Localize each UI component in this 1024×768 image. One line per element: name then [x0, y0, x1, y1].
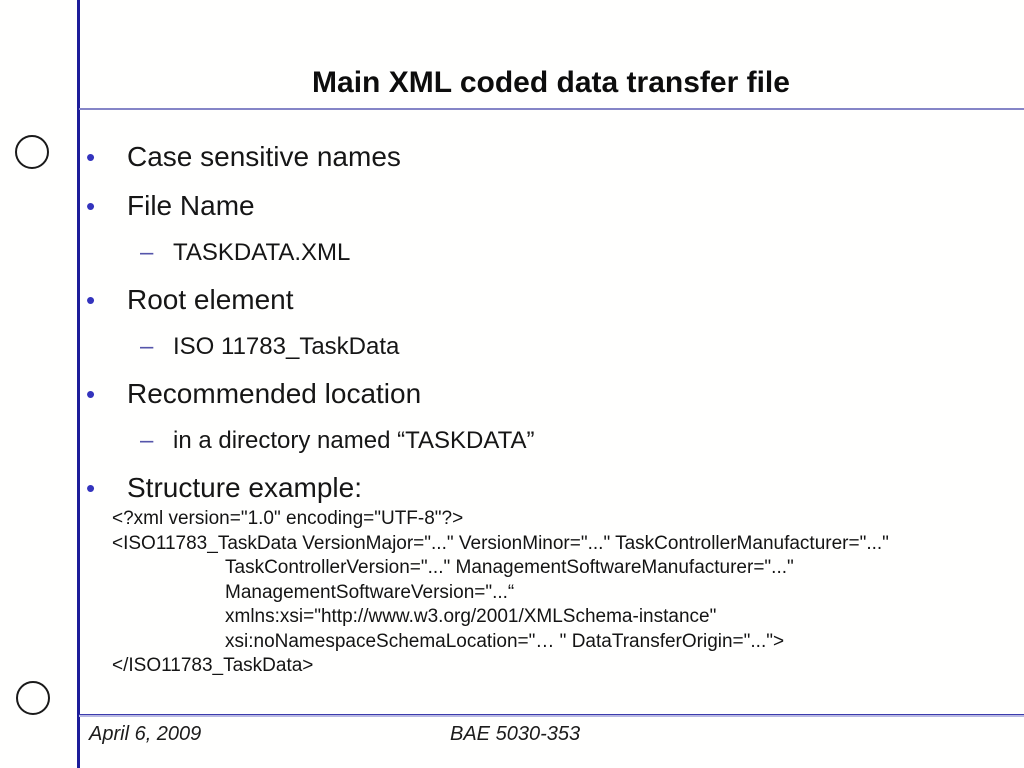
sub-bullet-item: – ISO 11783_TaskData	[140, 324, 986, 369]
bullet-text: Recommended location	[127, 377, 422, 409]
bullet-dot-icon: •	[86, 141, 96, 172]
sub-bullet-text: ISO 11783_TaskData	[173, 332, 400, 360]
title-underline	[79, 108, 1024, 110]
decorative-circle-top	[15, 135, 49, 169]
bullet-text: Case sensitive names	[127, 140, 401, 172]
bullet-dot-icon: •	[86, 378, 96, 409]
decorative-circle-bottom	[16, 681, 50, 715]
code-line: ManagementSoftwareVersion="...“	[225, 581, 515, 603]
footer-date: April 6, 2009	[89, 723, 202, 745]
bullet-item: • Structure example:	[86, 463, 986, 512]
code-line: </ISO11783_TaskData>	[112, 655, 314, 676]
bullet-list: • Case sensitive names • File Name – TAS…	[86, 132, 986, 512]
footer-course-code: BAE 5030-353	[450, 723, 581, 745]
code-line: xsi:noNamespaceSchemaLocation="… " DataT…	[225, 630, 785, 652]
sub-bullet-text: in a directory named “TASKDATA”	[173, 426, 535, 454]
bullet-text: File Name	[127, 189, 255, 221]
sub-bullet-item: – TASKDATA.XML	[140, 230, 986, 275]
xml-code-example: <?xml version="1.0" encoding="UTF-8"?> <…	[112, 507, 889, 679]
code-line: <ISO11783_TaskData VersionMajor="..." Ve…	[112, 532, 889, 554]
bullet-item: • Case sensitive names	[86, 132, 986, 181]
dash-icon: –	[140, 426, 154, 454]
bullet-dot-icon: •	[86, 472, 96, 503]
sub-bullet-item: – in a directory named “TASKDATA”	[140, 418, 986, 463]
bullet-dot-icon: •	[86, 190, 96, 221]
code-line: TaskControllerVersion="..." ManagementSo…	[225, 557, 794, 578]
code-line: xmlns:xsi="http://www.w3.org/2001/XMLSch…	[225, 606, 717, 627]
slide-title: Main XML coded data transfer file	[312, 66, 790, 99]
footer-divider-line	[79, 714, 1024, 717]
dash-icon: –	[140, 332, 154, 360]
slide-left-border-line	[77, 0, 80, 768]
dash-icon: –	[140, 238, 154, 266]
sub-bullet-text: TASKDATA.XML	[173, 238, 351, 266]
bullet-item: • Root element	[86, 275, 986, 324]
bullet-text: Structure example:	[127, 471, 362, 503]
code-line: <?xml version="1.0" encoding="UTF-8"?>	[112, 508, 464, 529]
bullet-item: • Recommended location	[86, 369, 986, 418]
bullet-text: Root element	[127, 283, 294, 315]
bullet-dot-icon: •	[86, 284, 96, 315]
bullet-item: • File Name	[86, 181, 986, 230]
